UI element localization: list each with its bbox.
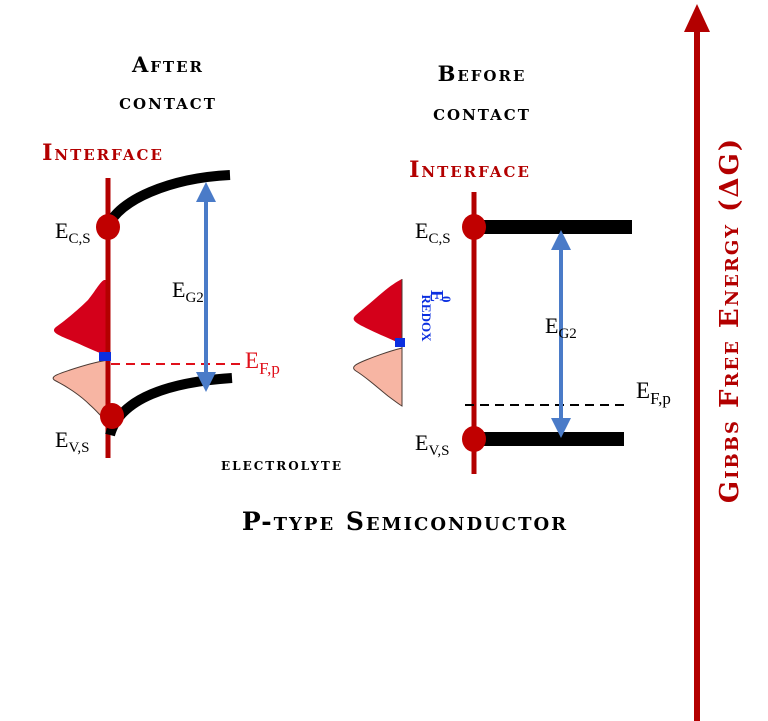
after-redox-marker	[99, 352, 111, 361]
electrolyte-label: electrolyte	[221, 455, 343, 475]
before-ec-dot	[462, 214, 486, 240]
before-title-line1: Before	[438, 61, 527, 86]
before-ef-label: EF,p	[636, 378, 671, 408]
after-valence-band	[105, 373, 233, 437]
after-oxidized-distribution	[53, 280, 108, 356]
before-ev-label: EV,S	[415, 430, 449, 459]
after-conduction-band	[103, 170, 231, 230]
after-ev-label: EV,S	[55, 427, 89, 456]
after-ec-dot	[96, 214, 120, 240]
after-ef-label: EF,p	[245, 348, 280, 378]
redox-marker	[395, 338, 405, 347]
after-interface-label: Interface	[42, 140, 164, 166]
after-ec-label: EC,S	[55, 218, 91, 247]
after-eg-label: EG2	[172, 277, 204, 306]
redox-label: E0REDOX	[419, 290, 454, 342]
energy-axis-arrowhead	[684, 4, 710, 32]
after-title-line2: contact	[119, 89, 217, 114]
after-title-line1: After	[131, 52, 204, 77]
before-ec-label: EC,S	[415, 218, 451, 247]
after-reduced-distribution	[52, 359, 109, 421]
before-title-line2: contact	[433, 100, 531, 125]
redox-reduced-distribution	[353, 347, 403, 407]
redox-oxidized-distribution	[353, 279, 402, 344]
energy-axis-label: Gibbs Free Energy (ΔG)	[715, 137, 745, 503]
before-ev-dot	[462, 426, 486, 452]
semiconductor-caption: P-type Semiconductor	[242, 507, 568, 536]
before-eg-label: EG2	[545, 313, 577, 342]
before-interface-label: Interface	[409, 157, 531, 183]
after-ev-dot	[100, 403, 124, 429]
